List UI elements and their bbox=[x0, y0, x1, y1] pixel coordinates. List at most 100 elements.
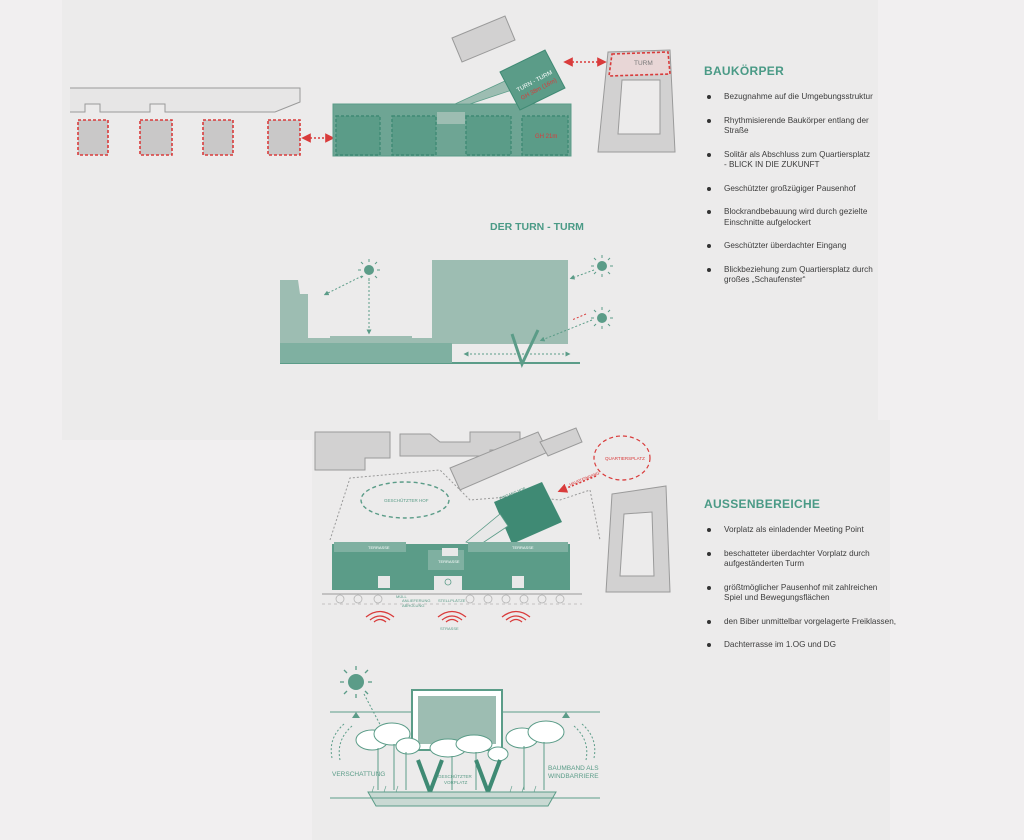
hof-label: GESCHÜTZTER HOF bbox=[384, 497, 429, 503]
sun-icon-1 bbox=[358, 259, 380, 281]
quartiersplatz-ellipse bbox=[593, 435, 651, 481]
context-building-5 bbox=[605, 485, 671, 593]
neighbour-volume-4 bbox=[267, 119, 301, 156]
list-item-line: Blockrandbebauung wird durch gezielte bbox=[724, 207, 868, 216]
list-item: Geschützter überdachter Eingang bbox=[704, 241, 894, 252]
section-diagram: DER TURN - TURM bbox=[280, 221, 613, 369]
section-aussenbereiche: AUSSENBEREICHE Vorplatz als einladender … bbox=[704, 497, 904, 664]
list-item-line: - BLICK IN DIE ZUKUNFT bbox=[724, 160, 820, 169]
vorplatz-label-2: VORPLATZ bbox=[444, 780, 468, 785]
sun-icon-2 bbox=[591, 255, 613, 277]
door-1 bbox=[378, 576, 390, 588]
noise-symbol-2 bbox=[437, 610, 467, 623]
ground-mound bbox=[367, 791, 557, 807]
stellplaetze-label: STELLPLÄTZE bbox=[438, 598, 466, 603]
sun-icon-3 bbox=[591, 307, 613, 329]
context-building-2 bbox=[399, 431, 521, 457]
list-item-line: aufgeständerten Turm bbox=[724, 559, 805, 568]
terrace-2 bbox=[468, 542, 568, 552]
list-item-line: Vorplatz als einladender Meeting Point bbox=[724, 525, 864, 534]
sun-ray-3 bbox=[569, 269, 595, 280]
street-trees bbox=[335, 594, 565, 604]
gh-label: GH 21m bbox=[535, 134, 557, 140]
wind-icon-right-head bbox=[562, 712, 570, 718]
school-wing-1 bbox=[335, 115, 381, 156]
wind-icon-right bbox=[573, 723, 596, 761]
entrance-marker bbox=[444, 578, 452, 586]
tower-footprint bbox=[494, 482, 562, 544]
noise-symbol-1 bbox=[365, 610, 395, 623]
sun-ray-red bbox=[571, 313, 587, 321]
tower-connector bbox=[454, 79, 513, 105]
list-item: Bezugnahme auf die Umgebungsstruktur bbox=[704, 92, 894, 103]
section-baukoerper: BAUKÖRPER Bezugnahme auf die Umgebungsst… bbox=[704, 64, 894, 299]
context-building-1 bbox=[314, 431, 391, 471]
wind-icon-left-head bbox=[352, 712, 360, 718]
mull-label: MÜLL bbox=[396, 594, 407, 599]
list-item: Geschützter großzügiger Pausenhof bbox=[704, 184, 894, 195]
tower-connector-plan bbox=[465, 513, 509, 547]
list-item: den Biber unmittelbar vorgelagerte Freik… bbox=[704, 617, 904, 628]
turm-label: TURM bbox=[634, 60, 653, 67]
street-section-diagram: VERSCHATTUNG GESCHÜTZTER VORPLATZ BAUMBA… bbox=[330, 666, 600, 807]
sun-shade-ray bbox=[363, 693, 386, 735]
section-title: DER TURN - TURM bbox=[490, 221, 584, 233]
baumband-label-1: BAUMBAND ALS bbox=[548, 765, 599, 772]
list-item-line: Geschützter großzügiger Pausenhof bbox=[724, 183, 856, 193]
list-item: größtmöglicher Pausenhof mit zahlreichen… bbox=[704, 583, 904, 604]
neighbour-volume-2 bbox=[139, 119, 173, 156]
site-plan-diagram: TURN - TURM GH 38m (16m) GH 21m TURM bbox=[70, 15, 676, 157]
grass bbox=[371, 785, 537, 793]
list-item-line: Dachterrasse im 1.OG und DG bbox=[724, 640, 836, 649]
section-base bbox=[280, 343, 452, 363]
list-item-line: Straße bbox=[724, 126, 749, 135]
list-item-line: Rhythmisierende Baukörper entlang der bbox=[724, 115, 869, 125]
school-wing-4 bbox=[521, 115, 569, 156]
wind-icon-left bbox=[330, 723, 353, 761]
vorplatz-label-1: GESCHÜTZTER bbox=[438, 773, 473, 779]
terrasse-label-1: TERRASSE bbox=[368, 545, 390, 550]
haupteingang-label: HAUPTEINGANG bbox=[569, 470, 601, 487]
strasse-label: STRASSE bbox=[440, 626, 459, 631]
list-item-line: Einschnitte aufgelockert bbox=[724, 217, 811, 227]
terrace-1 bbox=[334, 542, 406, 552]
baumband-label-2: WINDBARRIERE bbox=[548, 773, 599, 780]
stair-block bbox=[442, 548, 458, 556]
noise-symbol-3 bbox=[501, 610, 531, 623]
neighbour-block-outline bbox=[70, 87, 301, 113]
outdoor-plan-diagram: GESCHÜTZTER HOF QUARTIERSPLATZ EINGANG H… bbox=[314, 427, 671, 631]
list-item-line: Solitär als Abschluss zum Quartiersplatz bbox=[724, 149, 871, 159]
entrance-block bbox=[434, 576, 462, 590]
list-item: Solitär als Abschluss zum Quartiersplatz… bbox=[704, 150, 894, 171]
section-mid-slab bbox=[300, 338, 450, 344]
neighbour-volume-3 bbox=[202, 119, 234, 156]
trees-mid bbox=[429, 734, 509, 790]
list-item-line: Bezugnahme auf die Umgebungsstruktur bbox=[724, 92, 873, 101]
entrance-cut bbox=[437, 112, 465, 124]
hof-ellipse bbox=[360, 481, 450, 519]
abholung-label: ABHOLUNG bbox=[402, 603, 424, 608]
list-item: Vorplatz als einladender Meeting Point bbox=[704, 525, 904, 536]
quartiersplatz-label: QUARTIERSPLATZ bbox=[605, 456, 645, 461]
section-v-column bbox=[510, 329, 540, 369]
section-left-building bbox=[280, 280, 308, 343]
section-tower bbox=[432, 260, 568, 344]
school-wing-3 bbox=[465, 115, 512, 156]
top-panel bbox=[62, 0, 878, 440]
sun-icon-large bbox=[340, 666, 372, 698]
section-title-aussenbereiche: AUSSENBEREICHE bbox=[704, 497, 821, 511]
bottom-panel bbox=[312, 420, 890, 840]
list-item-line: Blickbeziehung zum Quartiersplatz durch bbox=[724, 264, 873, 274]
site-boundary bbox=[329, 469, 601, 541]
list-item-line: Geschützter überdachter Eingang bbox=[724, 241, 847, 250]
list-item-line: beschatteter überdachter Vorplatz durch bbox=[724, 548, 870, 558]
section-title-baukoerper: BAUKÖRPER bbox=[704, 64, 785, 78]
context-building-4 bbox=[539, 427, 583, 457]
anlieferung-label: ANLIEFERUNG bbox=[402, 598, 430, 603]
terrasse-label-3: TERRASSE bbox=[512, 545, 534, 550]
aussenbereiche-list: Vorplatz als einladender Meeting Point be… bbox=[704, 525, 904, 651]
trees-right bbox=[505, 720, 565, 790]
